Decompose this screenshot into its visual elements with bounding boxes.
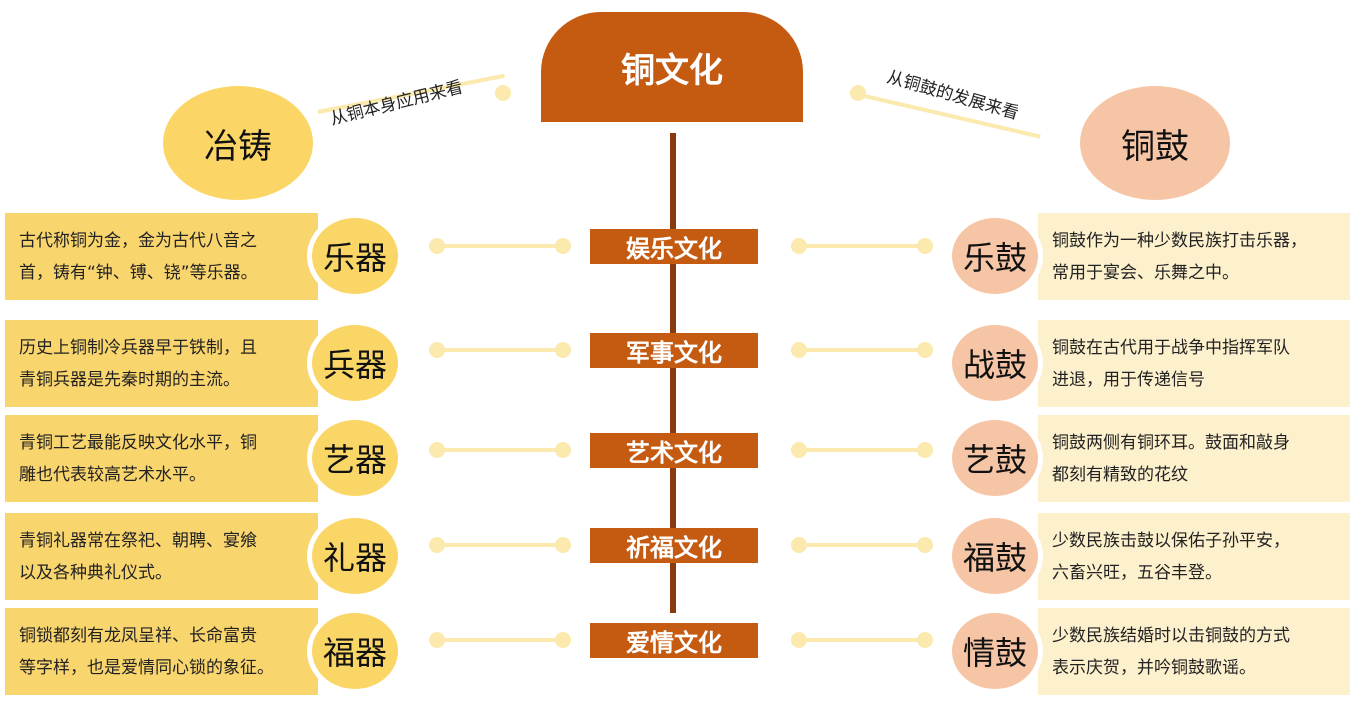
- right-description-line: 都刻有精致的花纹: [1052, 464, 1188, 485]
- left-description-line: 以及各种典礼仪式。: [19, 562, 172, 583]
- connector-dot: [791, 442, 807, 458]
- connector-dot: [429, 442, 445, 458]
- left-description-box: 青铜礼器常在祭祀、朝聘、宴飨以及各种典礼仪式。: [5, 513, 318, 600]
- left-branch-line: [437, 638, 563, 642]
- connector-dot: [495, 85, 511, 101]
- connector-dot: [429, 537, 445, 553]
- connector-dot: [917, 632, 933, 648]
- connector-dot: [917, 442, 933, 458]
- right-description-line: 常用于宴会、乐舞之中。: [1052, 262, 1239, 283]
- connector-dot: [791, 632, 807, 648]
- connector-dot: [917, 238, 933, 254]
- left-description-line: 古代称铜为金，金为古代八音之: [19, 230, 257, 251]
- connector-dot: [555, 442, 571, 458]
- left-description-line: 铜锁都刻有龙凤呈祥、长命富贵: [19, 625, 257, 646]
- right-branch-line: [799, 348, 925, 352]
- right-category-node: 艺鼓: [952, 420, 1038, 496]
- center-culture-node: 祈福文化: [590, 528, 758, 563]
- connector-dot: [429, 342, 445, 358]
- right-description-box: 铜鼓作为一种少数民族打击乐器， 常用于宴会、乐舞之中。: [1038, 213, 1350, 300]
- right-branch-line: [799, 244, 925, 248]
- right-description-box: 铜鼓在古代用于战争中指挥军队进退，用于传递信号: [1038, 320, 1350, 407]
- right-description-box: 少数民族结婚时以击铜鼓的方式表示庆贺，并吟铜鼓歌谣。: [1038, 608, 1350, 695]
- left-heading-node: 冶铸: [163, 86, 313, 200]
- right-description-line: 铜鼓在古代用于战争中指挥军队: [1052, 337, 1290, 358]
- left-description-line: 历史上铜制冷兵器早于铁制，且: [19, 337, 257, 358]
- connector-dot: [917, 537, 933, 553]
- connector-dot: [850, 85, 866, 101]
- left-description-box: 历史上铜制冷兵器早于铁制，且青铜兵器是先秦时期的主流。: [5, 320, 318, 407]
- connector-dot: [555, 238, 571, 254]
- right-description-line: 铜鼓两侧有铜环耳。鼓面和敲身: [1052, 432, 1290, 453]
- left-category-node: 礼器: [312, 518, 398, 594]
- connector-dot: [917, 342, 933, 358]
- right-description-line: 少数民族击鼓以保佑子孙平安，: [1052, 530, 1290, 551]
- left-branch-line: [437, 543, 563, 547]
- left-heading-caption: 从铜本身应用来看: [328, 77, 465, 130]
- left-description-line: 青铜礼器常在祭祀、朝聘、宴飨: [19, 530, 257, 551]
- left-category-node: 福器: [312, 613, 398, 689]
- connector-dot: [791, 537, 807, 553]
- left-branch-line: [437, 348, 563, 352]
- left-description-box: 青铜工艺最能反映文化水平，铜雕也代表较高艺术水平。: [5, 415, 318, 502]
- connector-dot: [791, 342, 807, 358]
- left-description-line: 青铜兵器是先秦时期的主流。: [19, 369, 240, 390]
- right-branch-line: [799, 638, 925, 642]
- right-category-node: 情鼓: [952, 613, 1038, 689]
- right-category-node: 战鼓: [952, 325, 1038, 401]
- connector-dot: [555, 342, 571, 358]
- connector-dot: [429, 238, 445, 254]
- right-description-line: 六畜兴旺，五谷丰登。: [1052, 562, 1222, 583]
- right-description-box: 少数民族击鼓以保佑子孙平安， 六畜兴旺，五谷丰登。: [1038, 513, 1350, 600]
- connector-dot: [555, 537, 571, 553]
- connector-dot: [429, 632, 445, 648]
- left-branch-line: [437, 244, 563, 248]
- center-culture-node: 艺术文化: [590, 433, 758, 468]
- center-culture-node: 爱情文化: [590, 623, 758, 658]
- right-description-box: 铜鼓两侧有铜环耳。鼓面和敲身都刻有精致的花纹: [1038, 415, 1350, 502]
- left-description-line: 雕也代表较高艺术水平。: [19, 464, 206, 485]
- right-heading-node: 铜鼓: [1080, 86, 1230, 200]
- connector-dot: [555, 632, 571, 648]
- right-description-line: 表示庆贺，并吟铜鼓歌谣。: [1052, 657, 1256, 678]
- left-description-line: 等字样，也是爱情同心锁的象征。: [19, 657, 274, 678]
- right-description-line: 进退，用于传递信号: [1052, 369, 1205, 390]
- center-connector-line: [670, 133, 676, 613]
- connector-dot: [791, 238, 807, 254]
- right-category-node: 福鼓: [952, 518, 1038, 594]
- right-description-line: 铜鼓作为一种少数民族打击乐器，: [1052, 230, 1307, 251]
- left-category-node: 兵器: [312, 325, 398, 401]
- left-description-line: 首，铸有“钟、镈、铙”等乐器。: [19, 262, 258, 283]
- right-branch-line: [799, 543, 925, 547]
- right-branch-line: [799, 448, 925, 452]
- center-culture-node: 军事文化: [590, 333, 758, 368]
- left-category-node: 乐器: [312, 218, 398, 294]
- root-node-title: 铜文化: [541, 12, 803, 122]
- center-culture-node: 娱乐文化: [590, 229, 758, 264]
- right-description-line: 少数民族结婚时以击铜鼓的方式: [1052, 625, 1290, 646]
- left-description-box: 铜锁都刻有龙凤呈祥、长命富贵等字样，也是爱情同心锁的象征。: [5, 608, 318, 695]
- left-category-node: 艺器: [312, 420, 398, 496]
- right-category-node: 乐鼓: [952, 218, 1038, 294]
- left-description-box: 古代称铜为金，金为古代八音之首，铸有“钟、镈、铙”等乐器。: [5, 213, 318, 300]
- left-description-line: 青铜工艺最能反映文化水平，铜: [19, 432, 257, 453]
- left-branch-line: [437, 448, 563, 452]
